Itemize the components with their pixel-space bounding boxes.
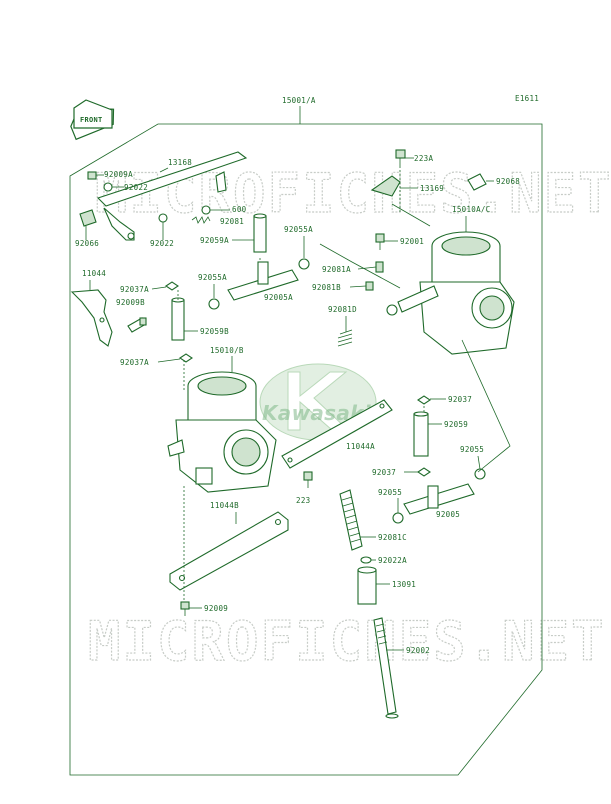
carburetor-15010ac bbox=[386, 231, 515, 355]
screw-92009b bbox=[127, 317, 147, 333]
label-92066: 92066 bbox=[75, 239, 99, 248]
screw-92001 bbox=[375, 233, 385, 250]
label-92022-b: 92022 bbox=[150, 239, 174, 248]
bracket-11044 bbox=[70, 289, 113, 347]
label-92005: 92005 bbox=[436, 510, 460, 519]
oring-92055-b bbox=[392, 512, 404, 524]
joint-92005a bbox=[208, 258, 310, 310]
label-92022a: 92022A bbox=[378, 556, 407, 565]
label-600: 600 bbox=[232, 205, 247, 214]
label-92009: 92009 bbox=[204, 604, 228, 613]
label-92037-b: 92037 bbox=[372, 468, 396, 477]
label-92055: 92055 bbox=[460, 445, 484, 454]
label-92081: 92081 bbox=[220, 217, 244, 226]
label-13091: 13091 bbox=[392, 580, 416, 589]
cap-92037-b bbox=[417, 467, 431, 477]
watermark-top: MICROFICHES.NET bbox=[95, 162, 611, 225]
screw-223a bbox=[395, 149, 406, 166]
plate-11044b bbox=[169, 511, 289, 591]
spring-92081 bbox=[191, 216, 211, 224]
label-92081b: 92081B bbox=[312, 283, 341, 292]
label-92055-b: 92055 bbox=[378, 488, 402, 497]
bracket-13168 bbox=[96, 151, 248, 241]
front-label: FRONT bbox=[80, 116, 103, 124]
clip-92066 bbox=[79, 209, 97, 227]
label-92059a: 92059A bbox=[200, 236, 229, 245]
label-92055a: 92055A bbox=[284, 225, 313, 234]
screw-92009 bbox=[180, 601, 190, 616]
label-92005a: 92005A bbox=[264, 293, 293, 302]
joint-92005 bbox=[403, 483, 475, 515]
sleeve-92059a bbox=[253, 213, 267, 253]
label-223: 223 bbox=[296, 496, 310, 505]
front-arrow-icon: FRONT bbox=[70, 99, 115, 141]
bolt-92002 bbox=[373, 617, 399, 719]
label-92081a: 92081A bbox=[322, 265, 351, 274]
spring-92081c bbox=[339, 489, 363, 551]
spring-92081b bbox=[365, 281, 374, 291]
label-92001: 92001 bbox=[400, 237, 424, 246]
rail-11044a bbox=[281, 399, 393, 469]
label-92059: 92059 bbox=[444, 420, 468, 429]
spring-92081d bbox=[337, 329, 353, 347]
label-92002: 92002 bbox=[406, 646, 430, 655]
spring-92081a bbox=[375, 261, 384, 273]
pin-92068 bbox=[467, 173, 487, 191]
label-92037a-b: 92037A bbox=[120, 358, 149, 367]
screw-223 bbox=[303, 471, 313, 488]
label-92068: 92068 bbox=[496, 177, 520, 186]
label-15010b: 15010/B bbox=[210, 346, 244, 355]
label-11044: 11044 bbox=[82, 269, 106, 278]
label-92009b: 92009B bbox=[116, 298, 145, 307]
label-92022: 92022 bbox=[124, 183, 148, 192]
watermark-bottom: MICROFICHES.NET bbox=[88, 610, 606, 673]
carburetor-15010b bbox=[167, 371, 277, 493]
label-92081c: 92081C bbox=[378, 533, 407, 542]
washer-92022a bbox=[360, 556, 372, 564]
sleeve-92059b bbox=[171, 297, 185, 341]
diagram-code: E1611 bbox=[515, 94, 539, 103]
screw-92009a bbox=[87, 171, 104, 180]
label-92037a: 92037A bbox=[120, 285, 149, 294]
part-13091 bbox=[357, 566, 377, 605]
label-15010ac: 15010A/C bbox=[452, 205, 491, 214]
assembly-border bbox=[69, 123, 543, 776]
label-11044b: 11044B bbox=[210, 501, 239, 510]
label-92037: 92037 bbox=[448, 395, 472, 404]
label-13169: 13169 bbox=[420, 184, 444, 193]
sleeve-92059 bbox=[413, 411, 429, 457]
label-13168: 13168 bbox=[168, 158, 192, 167]
label-11044a: 11044A bbox=[346, 442, 375, 451]
ball-600 bbox=[201, 205, 211, 215]
label-92059b: 92059B bbox=[200, 327, 229, 336]
label-92081d: 92081D bbox=[328, 305, 357, 314]
washer-92022-b bbox=[158, 213, 168, 223]
cap-92037a bbox=[165, 281, 179, 291]
label-92009a: 92009A bbox=[104, 170, 133, 179]
cap-92037a-b bbox=[179, 353, 193, 363]
label-223a: 223A bbox=[414, 154, 433, 163]
washer-92022 bbox=[103, 182, 113, 192]
assembly-label: 15001/A bbox=[282, 96, 316, 105]
callout-labels: 92009A 13168 92022 600 92081 92066 92022… bbox=[75, 154, 520, 655]
cap-92037 bbox=[417, 395, 431, 405]
label-92055a-b: 92055A bbox=[198, 273, 227, 282]
